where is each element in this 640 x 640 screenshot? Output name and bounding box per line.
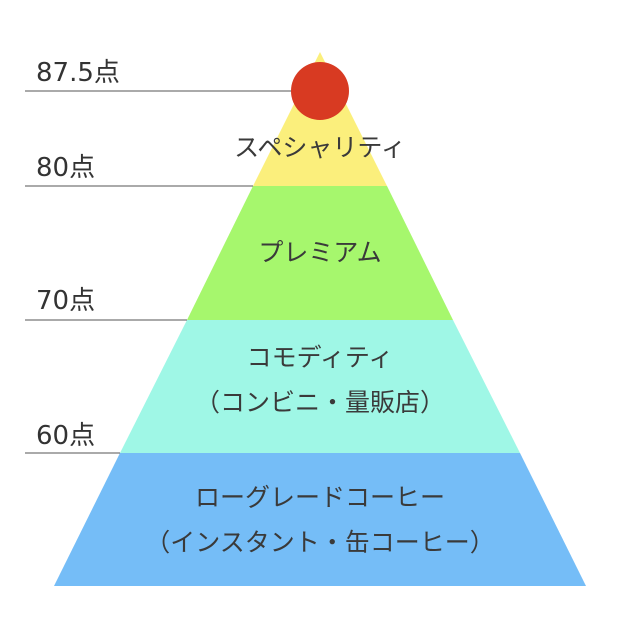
tier-low-grade-sublabel: （インスタント・缶コーヒー） <box>145 528 495 557</box>
tier-premium-band <box>187 186 453 320</box>
score-label-60: 60点 <box>36 421 96 451</box>
tier-specialty-label: スペシャリティ <box>234 133 406 162</box>
score-label-70: 70点 <box>36 286 96 316</box>
tier-low-grade-label: ローグレードコーヒー <box>194 483 445 512</box>
tier-commodity-sublabel: （コンビニ・量販店） <box>194 388 445 417</box>
tier-commodity-label: コモディティ <box>246 343 394 372</box>
score-label-87-5: 87.5点 <box>36 58 120 88</box>
tier-low-grade-band <box>54 453 586 586</box>
tier-commodity-band <box>120 320 520 453</box>
tier-premium-label: プレミアム <box>258 238 382 267</box>
score-label-80: 80点 <box>36 153 96 183</box>
top-score-marker <box>291 62 349 120</box>
